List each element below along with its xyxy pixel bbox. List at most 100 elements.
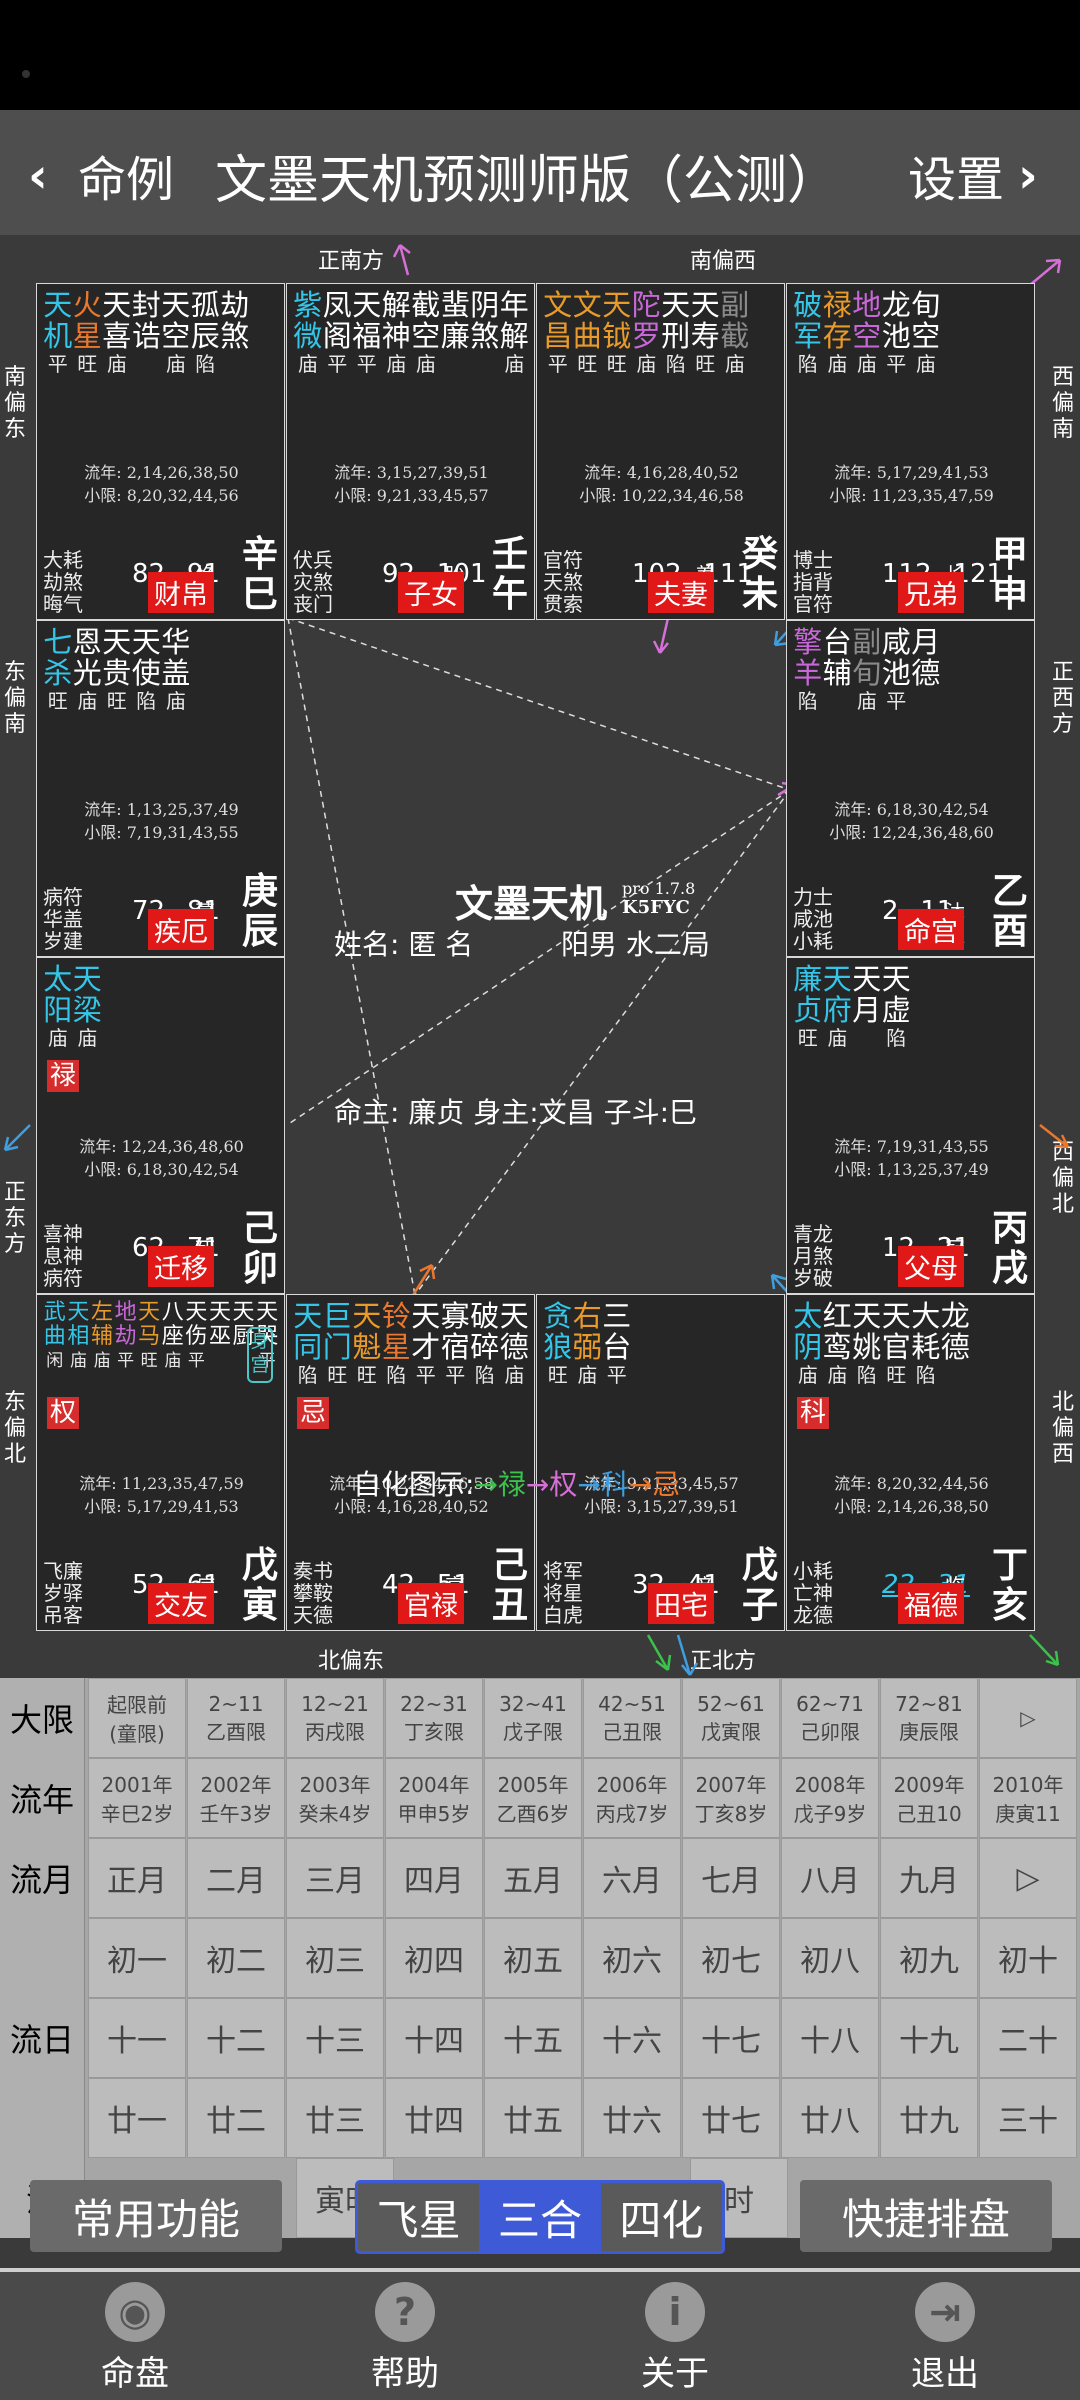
daxian-text: ▷ xyxy=(1020,1706,1036,1730)
liuyue-cell[interactable]: 六月 xyxy=(583,1838,681,1918)
star-name: 龙德 xyxy=(940,1299,970,1364)
liunian-cell[interactable]: 2006年丙戌7岁 xyxy=(583,1758,681,1838)
liuri-cell[interactable]: 初十 xyxy=(979,1918,1077,1998)
liuri-cell[interactable]: 十三 xyxy=(286,1998,384,2078)
liuri-cell[interactable]: 二十 xyxy=(979,1998,1077,2078)
daxian-text: 2~11 xyxy=(208,1691,264,1716)
liuri-cell[interactable]: 十五 xyxy=(484,1998,582,2078)
liuri-cell[interactable]: 廿二 xyxy=(187,2078,285,2158)
liunian-cell[interactable]: 2001年辛巳2岁 xyxy=(88,1758,186,1838)
liuri-cell[interactable]: 十九 xyxy=(880,1998,978,2078)
sihua-tab[interactable]: 四化 xyxy=(619,2195,704,2245)
star-name: 天姚 xyxy=(852,1299,882,1364)
nav-命盘[interactable]: ◉命盘 xyxy=(50,2282,220,2395)
star-name: 截空 xyxy=(411,288,441,353)
forward-button[interactable]: › xyxy=(1018,148,1038,204)
liuri-cell[interactable]: 初九 xyxy=(880,1918,978,1998)
liuri-cell[interactable]: 十六 xyxy=(583,1998,681,2078)
liuri-cell[interactable]: 十四 xyxy=(385,1998,483,2078)
liuri-cell[interactable]: 初八 xyxy=(781,1918,879,1998)
liunian-cell[interactable]: 2010年庚寅11 xyxy=(979,1758,1077,1838)
settings-button[interactable]: 设置 xyxy=(908,152,1005,208)
liuyue-cell[interactable]: 三月 xyxy=(286,1838,384,1918)
star-name: 蜚廉 xyxy=(440,288,470,353)
minor-stars: 博士指背官符 xyxy=(793,548,833,616)
palace-子女[interactable]: 紫微庙凤阁平天福平解神庙截空庙蜚廉 阴煞 年解庙流年: 3,15,27,39,5… xyxy=(286,283,535,620)
liuri-cell[interactable]: 初五 xyxy=(484,1918,582,1998)
daxian-cell[interactable]: 起限前(童限) xyxy=(88,1678,186,1758)
liuyue-cell[interactable]: ▷ xyxy=(979,1838,1077,1918)
nav-帮助[interactable]: ?帮助 xyxy=(320,2282,490,2395)
liuri-cell[interactable]: 十七 xyxy=(682,1998,780,2078)
daxian-cell[interactable]: ▷ xyxy=(979,1678,1077,1758)
fly-star-tab[interactable]: 飞星 xyxy=(376,2195,461,2245)
liuri-cell[interactable]: 十二 xyxy=(187,1998,285,2078)
liunian-cell[interactable]: 2008年戊子9岁 xyxy=(781,1758,879,1838)
liuyue-cell[interactable]: 正月 xyxy=(88,1838,186,1918)
liuri-cell[interactable]: 三十 xyxy=(979,2078,1077,2158)
minor-stars: 奏书攀鞍天德 xyxy=(293,1559,333,1627)
liuri-cell[interactable]: 初一 xyxy=(88,1918,186,1998)
liunian-cell[interactable]: 2002年壬午3岁 xyxy=(187,1758,285,1838)
common-functions-button[interactable]: 常用功能 xyxy=(30,2180,282,2252)
liunian-cell[interactable]: 2004年甲申5岁 xyxy=(385,1758,483,1838)
liunian-label: 流年 xyxy=(0,1758,85,1838)
quick-chart-button[interactable]: 快捷排盘 xyxy=(800,2180,1052,2252)
liuri-cell[interactable]: 十八 xyxy=(781,1998,879,2078)
liuri-cell[interactable]: 廿四 xyxy=(385,2078,483,2158)
liuri-cell[interactable]: 初四 xyxy=(385,1918,483,1998)
palace-交友[interactable]: 武曲闲天相庙左辅庙地劫平天马旺八座庙天伤平天巫 天厨 天哭平权流年: 11,23… xyxy=(36,1294,285,1631)
liunian-cell[interactable]: 2003年癸未4岁 xyxy=(286,1758,384,1838)
star-strength: 平 xyxy=(117,1351,135,1371)
liuri-cell[interactable]: 廿九 xyxy=(880,2078,978,2158)
star-name: 武曲 xyxy=(43,1300,66,1349)
back-button[interactable]: ‹ xyxy=(28,148,48,204)
liuri-cell[interactable]: 廿一 xyxy=(88,2078,186,2158)
liuyue-cell[interactable]: 九月 xyxy=(880,1838,978,1918)
liuri-cell[interactable]: 初七 xyxy=(682,1918,780,1998)
star: 天伤平 xyxy=(185,1301,209,1374)
liuri-cell[interactable]: 十一 xyxy=(88,1998,186,2078)
liunian-cell[interactable]: 2009年己丑10 xyxy=(880,1758,978,1838)
liuri-cell[interactable]: 初二 xyxy=(187,1918,285,1998)
liuyue-cell[interactable]: 七月 xyxy=(682,1838,780,1918)
star: 寡宿平 xyxy=(441,1301,471,1388)
liuyue-cell[interactable]: 八月 xyxy=(781,1838,879,1918)
liuri-cell[interactable]: 初六 xyxy=(583,1918,681,1998)
liuri-cell[interactable]: 廿八 xyxy=(781,2078,879,2158)
liuri-cell[interactable]: 廿三 xyxy=(286,2078,384,2158)
liuyue-cell[interactable]: 二月 xyxy=(187,1838,285,1918)
liuyue-cell[interactable]: 四月 xyxy=(385,1838,483,1918)
palace-官禄[interactable]: 天同陷巨门旺天魁旺铃星陷天才平寡宿平破碎陷天德庙忌流年: 10,22,34,46… xyxy=(286,1294,535,1631)
liuri-cell[interactable]: 廿七 xyxy=(682,2078,780,2158)
liuyue-cell[interactable]: 五月 xyxy=(484,1838,582,1918)
liuri-cell[interactable]: 廿六 xyxy=(583,2078,681,2158)
liunian-years: 流年: 6,18,30,42,54 xyxy=(834,800,989,819)
liunian-cell[interactable]: 2005年乙酉6岁 xyxy=(484,1758,582,1838)
nav-退出[interactable]: ⇥退出 xyxy=(860,2282,1030,2395)
liunian-text: 2001年 xyxy=(101,1773,173,1797)
sanhe-tab[interactable]: 三合 xyxy=(479,2183,601,2251)
liuri-cell[interactable]: 初三 xyxy=(286,1918,384,1998)
liunian-cell[interactable]: 2007年丁亥8岁 xyxy=(682,1758,780,1838)
liuri-cell[interactable]: 廿五 xyxy=(484,2078,582,2158)
examples-button[interactable]: 命例 xyxy=(78,152,175,208)
